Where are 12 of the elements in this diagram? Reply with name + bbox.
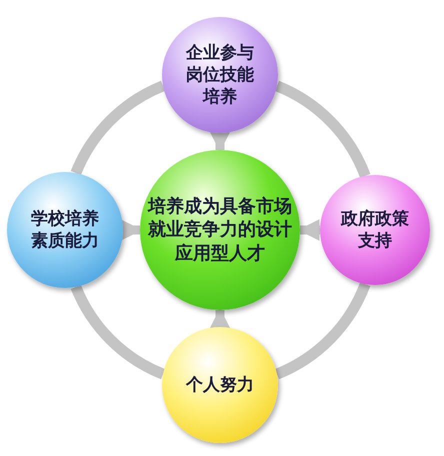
ring-connector	[70, 284, 166, 380]
ring-connector	[70, 80, 166, 176]
ring-connector	[274, 80, 370, 178]
ring-connector	[274, 282, 370, 380]
arrow	[209, 308, 231, 330]
node-text: 企业参与岗位技能培养	[184, 42, 255, 108]
node-text: 政府政策支持	[340, 208, 410, 252]
arrow	[120, 219, 142, 241]
node-text: 学校培养素质能力	[30, 208, 100, 252]
node-text: 培养成为具备市场就业竞争力的设计应用型人才	[146, 194, 293, 266]
arrow	[209, 130, 231, 152]
node-text: 个人努力	[184, 374, 255, 396]
